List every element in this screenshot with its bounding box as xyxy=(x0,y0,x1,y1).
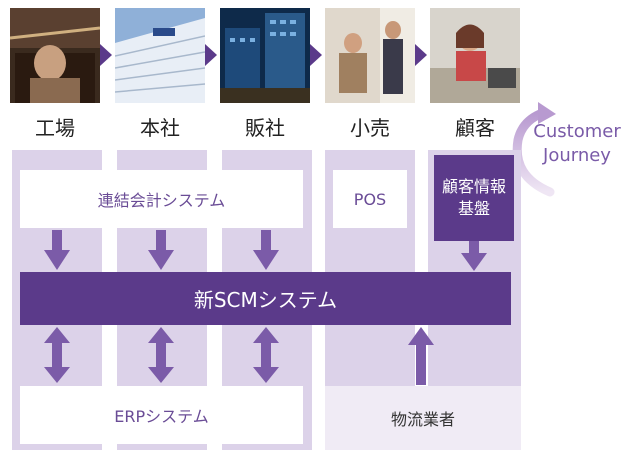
customer-photo xyxy=(430,8,520,103)
up-arrow-icon xyxy=(408,327,434,385)
down-arrow-icon xyxy=(253,230,279,270)
down-arrow-icon xyxy=(44,230,70,270)
customer-info-line1: 顧客情報 xyxy=(441,177,506,196)
logistics-provider-box: 物流業者 xyxy=(325,386,521,450)
stage-label-factory: 工場 xyxy=(35,116,75,140)
retail-photo xyxy=(325,8,415,103)
new-scm-label: 新SCMシステム xyxy=(193,288,338,312)
pos-label: POS xyxy=(353,189,387,209)
stage-label-retail: 小売 xyxy=(350,116,390,140)
bidirectional-arrow-icon xyxy=(44,327,70,383)
logistics-label: 物流業者 xyxy=(390,410,455,429)
consolidated-accounting-box: 連結会計システム xyxy=(20,170,303,228)
journey-line1: Customer xyxy=(533,121,621,142)
bidirectional-arrow-icon xyxy=(253,327,279,383)
consolidated-accounting-label: 連結会計システム xyxy=(97,191,226,210)
flow-arrow xyxy=(100,44,112,66)
pos-box: POS xyxy=(333,170,407,228)
customer-journey-label: Customer Journey xyxy=(522,120,632,168)
factory-photo xyxy=(10,8,100,103)
flow-arrow xyxy=(415,44,427,66)
flow-arrow xyxy=(205,44,217,66)
sales-company-photo xyxy=(220,8,310,103)
down-arrow-icon xyxy=(148,230,174,270)
stage-label-headquarters: 本社 xyxy=(140,116,180,140)
flow-arrow xyxy=(310,44,322,66)
stage-label-sales-company: 販社 xyxy=(245,116,285,140)
headquarters-photo xyxy=(115,8,205,103)
journey-arc-icon xyxy=(512,102,556,197)
customer-info-platform-box: 顧客情報 基盤 xyxy=(434,155,514,241)
journey-line2: Journey xyxy=(543,145,611,166)
new-scm-system-bar: 新SCMシステム xyxy=(20,272,511,325)
stage-label-customer: 顧客 xyxy=(455,116,495,140)
bidirectional-arrow-icon xyxy=(148,327,174,383)
customer-info-line2: 基盤 xyxy=(457,199,490,218)
down-arrow-icon xyxy=(461,241,487,271)
erp-system-box: ERPシステム xyxy=(20,386,303,444)
erp-label: ERPシステム xyxy=(114,407,209,426)
